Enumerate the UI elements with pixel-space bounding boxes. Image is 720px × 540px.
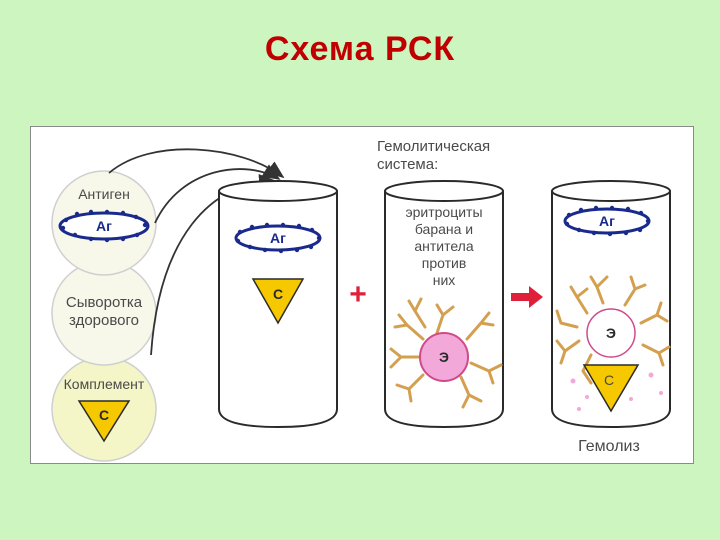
slide-title: Схема РСК [264, 30, 456, 68]
complement-label: Комплемент [64, 376, 145, 392]
tube-2 [384, 180, 504, 429]
tube2-antibodies [389, 297, 503, 409]
tube2-erythrocyte: Э [419, 332, 469, 382]
tube2-text-line: барана и [415, 221, 473, 237]
tube3-complement-symbol: С [604, 372, 614, 388]
tube2-text-line: против [422, 255, 467, 271]
serum-label-line1: Сыворотка [66, 294, 143, 311]
antigen-label: Антиген [78, 186, 130, 202]
tube2-text-line: эритроциты [405, 204, 482, 220]
tube1-antigen-icon: Аг [234, 222, 322, 254]
antigen-symbol: Аг [96, 218, 112, 234]
hemolysis-debris [570, 372, 663, 411]
serum-label-line2: здорового [69, 312, 139, 329]
arrow-from-serum [154, 164, 281, 224]
tube3-antibodies [555, 275, 671, 385]
tube1-complement-triangle: С [251, 278, 305, 325]
complement-symbol: С [99, 407, 109, 423]
tube3-antigen-icon: Аг [563, 205, 651, 237]
tube1-antigen-symbol: Аг [270, 230, 286, 246]
tube3-erythrocyte: Э [586, 308, 636, 358]
tube2-text: эритроциты барана и антитела против них [405, 204, 482, 288]
antigen-left-icon: Аг [58, 209, 150, 243]
tube3-erythrocyte-symbol: Э [606, 325, 616, 341]
tube2-text-line: них [433, 272, 456, 288]
rsk-diagram: Антиген Аг Сыворотка здорового Комплемен… [30, 126, 694, 464]
tube1-complement-symbol: С [273, 286, 283, 302]
hemolytic-system-line1: Гемолитическая [377, 138, 490, 155]
tube2-text-line: антитела [414, 238, 473, 254]
tube2-erythrocyte-symbol: Э [439, 349, 449, 365]
rsk-diagram-svg: Антиген Аг Сыворотка здорового Комплемен… [51, 138, 671, 462]
hemolysis-label: Гемолиз [578, 438, 640, 455]
plus-sign: + [349, 278, 367, 311]
result-arrow [511, 286, 543, 308]
tube3-complement-triangle: С [582, 364, 640, 413]
complement-left-triangle: С [77, 400, 131, 443]
tube3-antigen-symbol: Аг [599, 213, 615, 229]
hemolytic-system-line2: система: [377, 156, 438, 173]
arrow-from-antigen [108, 148, 285, 179]
